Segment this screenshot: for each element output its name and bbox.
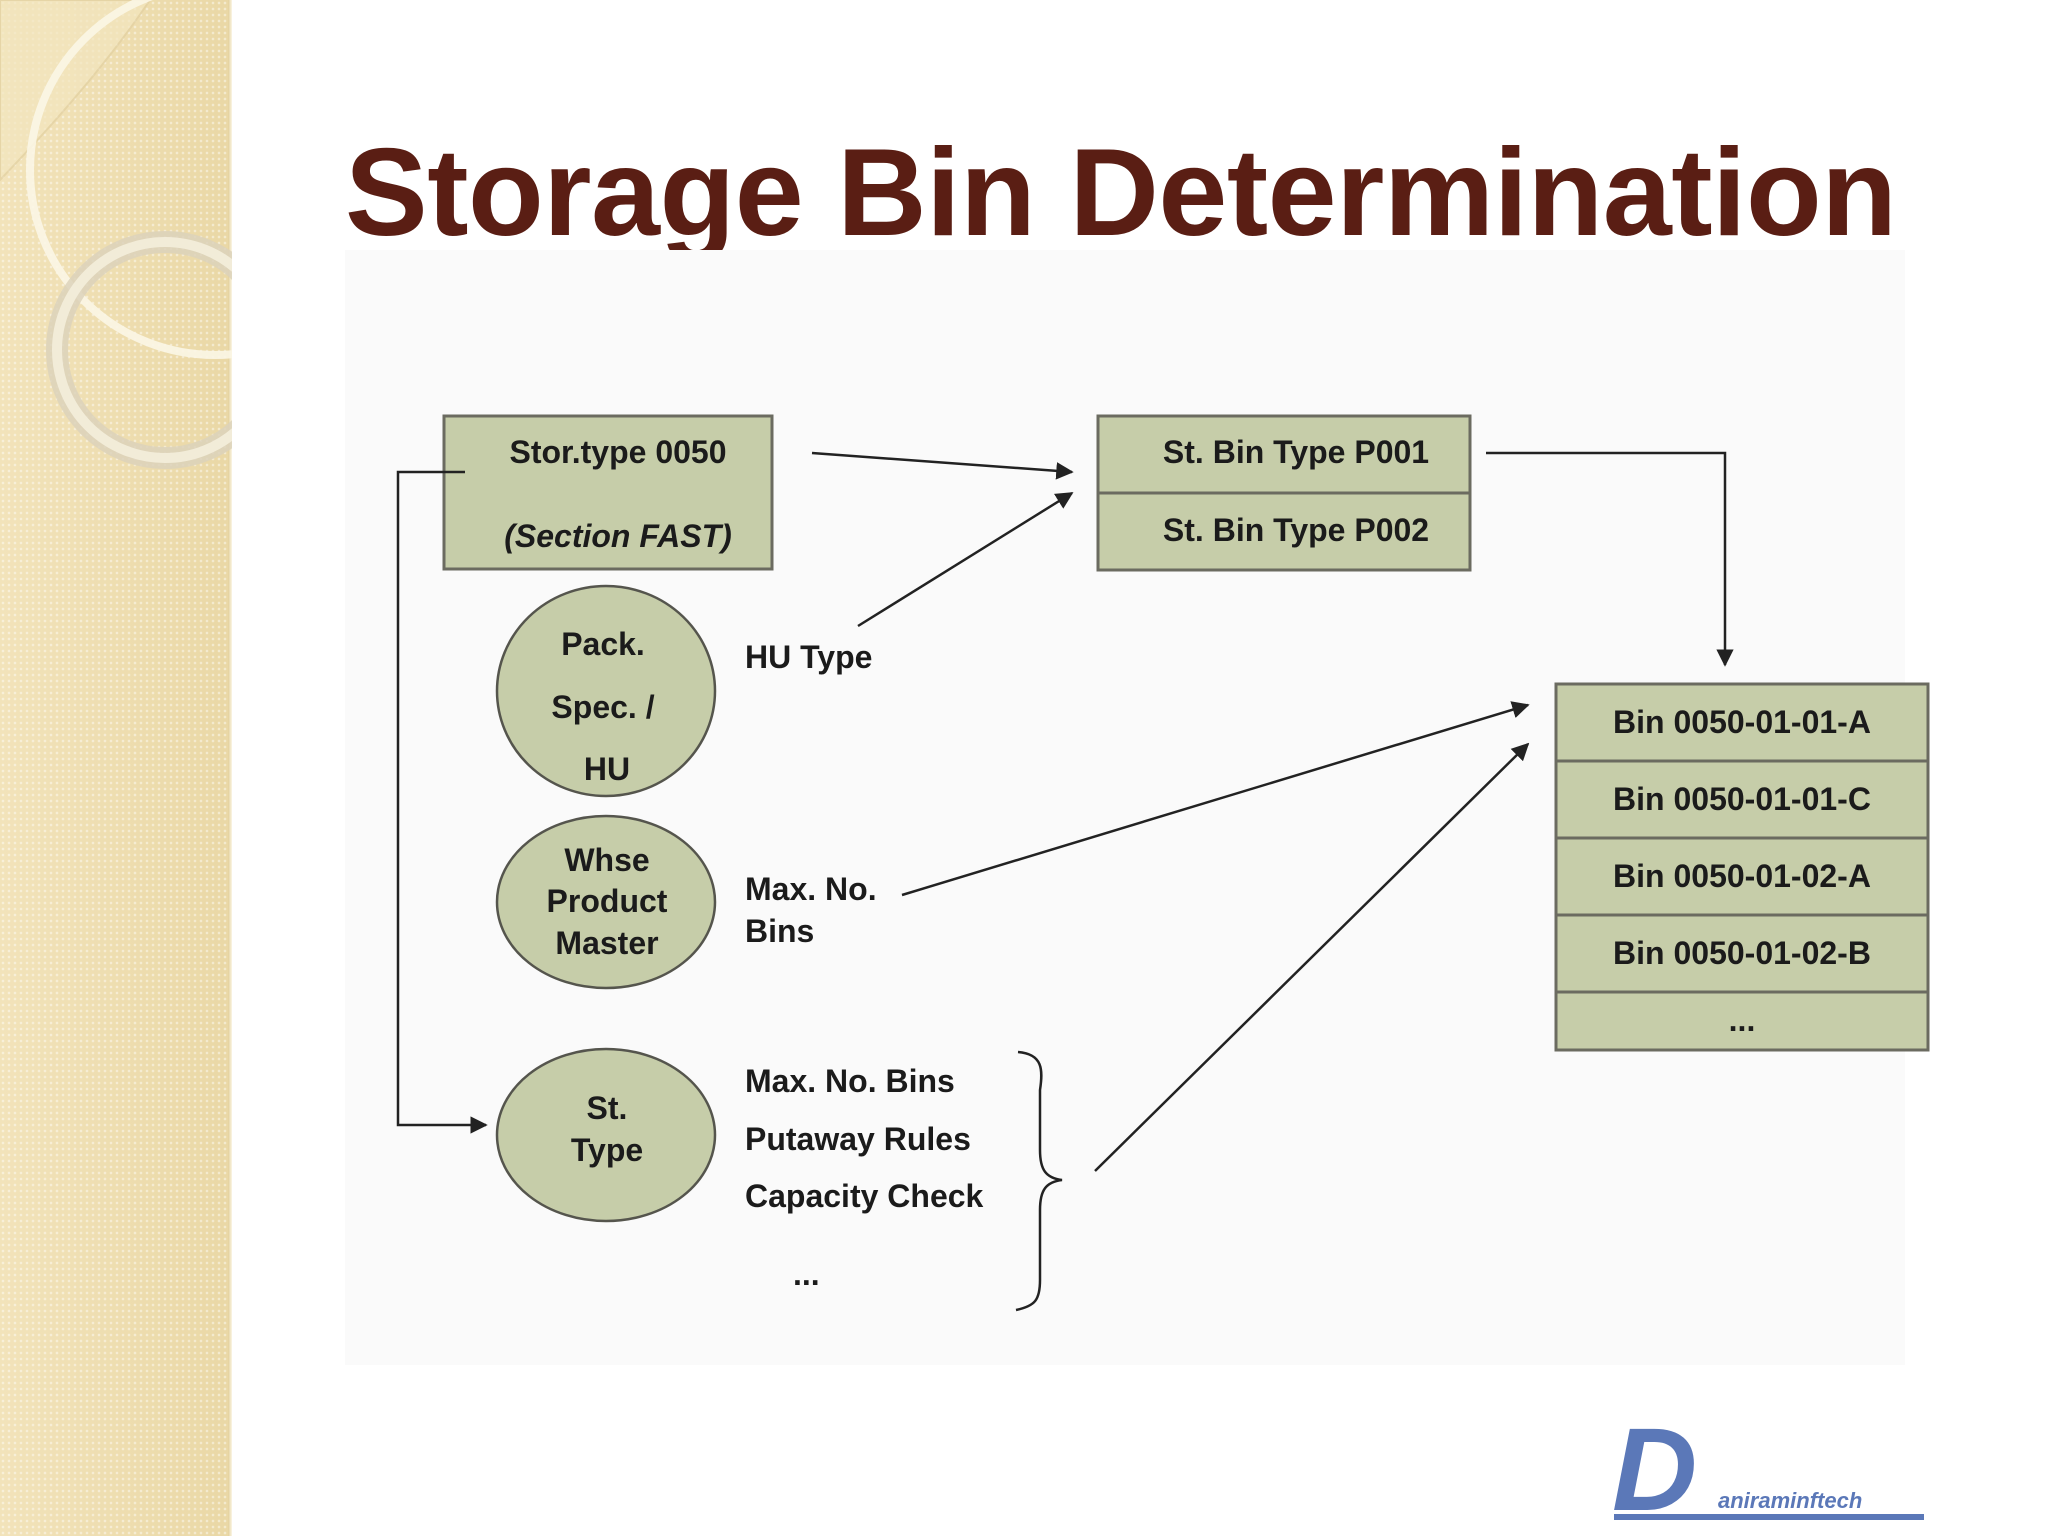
stor-type-line1: Stor.type 0050 xyxy=(510,434,727,470)
stor-type-box-rect xyxy=(442,414,774,571)
pack-spec-line2: Spec. / xyxy=(551,689,654,725)
logo-underline xyxy=(1614,1514,1924,1520)
st-type-label-line4: ... xyxy=(793,1256,820,1292)
stor-type-line2: (Section FAST) xyxy=(504,518,732,554)
st-type-label-line3: Capacity Check xyxy=(745,1178,984,1214)
stor-type-box: Stor.type 0050 (Section FAST) xyxy=(442,414,774,571)
sidebar-paper-fold xyxy=(0,0,152,182)
bin-row-1 xyxy=(1554,682,1930,763)
bin-row-4 xyxy=(1554,913,1930,994)
decorative-rings xyxy=(0,0,232,469)
bin-label-3: Bin 0050-01-02-A xyxy=(1613,858,1871,894)
pack-spec-line1: Pack. xyxy=(561,626,645,662)
whse-product-line3: Master xyxy=(555,925,658,961)
arrow-bintype-to-bins xyxy=(1486,451,1734,667)
bin-label-5: ... xyxy=(1729,1002,1756,1038)
st-type-ellipse: St. Type xyxy=(495,1047,717,1223)
bin-type-row-2 xyxy=(1096,491,1472,572)
small-ring-highlight xyxy=(52,237,232,463)
max-no-label-line2: Bins xyxy=(745,913,814,949)
sidebar-edge xyxy=(228,0,232,1536)
bin-row-3 xyxy=(1554,836,1930,917)
whse-product-line2: Product xyxy=(547,883,668,919)
curly-brace xyxy=(1015,1050,1063,1312)
hu-type-label: HU Type xyxy=(745,639,872,675)
bin-type-label-2: St. Bin Type P002 xyxy=(1163,512,1429,548)
bin-label-2: Bin 0050-01-01-C xyxy=(1613,781,1871,817)
logo-text: aniraminftech xyxy=(1718,1488,1862,1513)
bins-box: Bin 0050-01-01-A Bin 0050-01-01-C Bin 00… xyxy=(1554,682,1930,1052)
arrow-stortype-to-bintype xyxy=(811,451,1074,480)
whse-product-line1: Whse xyxy=(564,842,649,878)
st-type-line2: Type xyxy=(571,1132,643,1168)
st-type-shape xyxy=(495,1047,717,1223)
logo-letter: D xyxy=(1612,1416,1697,1528)
pack-spec-line3: HU xyxy=(584,751,630,787)
st-type-line1: St. xyxy=(587,1090,628,1126)
bin-label-1: Bin 0050-01-01-A xyxy=(1613,704,1871,740)
arrow-sttype-to-bins xyxy=(1094,742,1530,1172)
bin-type-box: St. Bin Type P001 St. Bin Type P002 xyxy=(1096,414,1472,572)
large-ring xyxy=(26,0,232,359)
slide-title: Storage Bin Determination xyxy=(345,124,1897,262)
st-type-label-line1: Max. No. Bins xyxy=(745,1063,955,1099)
bin-row-5 xyxy=(1554,990,1930,1052)
whse-product-shape xyxy=(495,814,717,990)
pack-spec-shape xyxy=(495,584,717,798)
bin-type-row-1 xyxy=(1096,414,1472,495)
whse-product-ellipse: Whse Product Master xyxy=(495,814,717,990)
pack-spec-ellipse: Pack. Spec. / HU xyxy=(495,584,717,798)
bin-type-label-1: St. Bin Type P001 xyxy=(1163,434,1429,470)
arrow-maxbins-to-bins xyxy=(901,701,1530,897)
company-logo: D aniraminftech xyxy=(1612,1416,1924,1528)
arrow-stortype-to-sttype xyxy=(396,470,488,1134)
st-type-label-line2: Putaway Rules xyxy=(745,1121,971,1157)
arrow-hutype-to-bintype xyxy=(857,491,1074,628)
max-no-label-line1: Max. No. xyxy=(745,871,877,907)
bin-label-4: Bin 0050-01-02-B xyxy=(1613,935,1871,971)
